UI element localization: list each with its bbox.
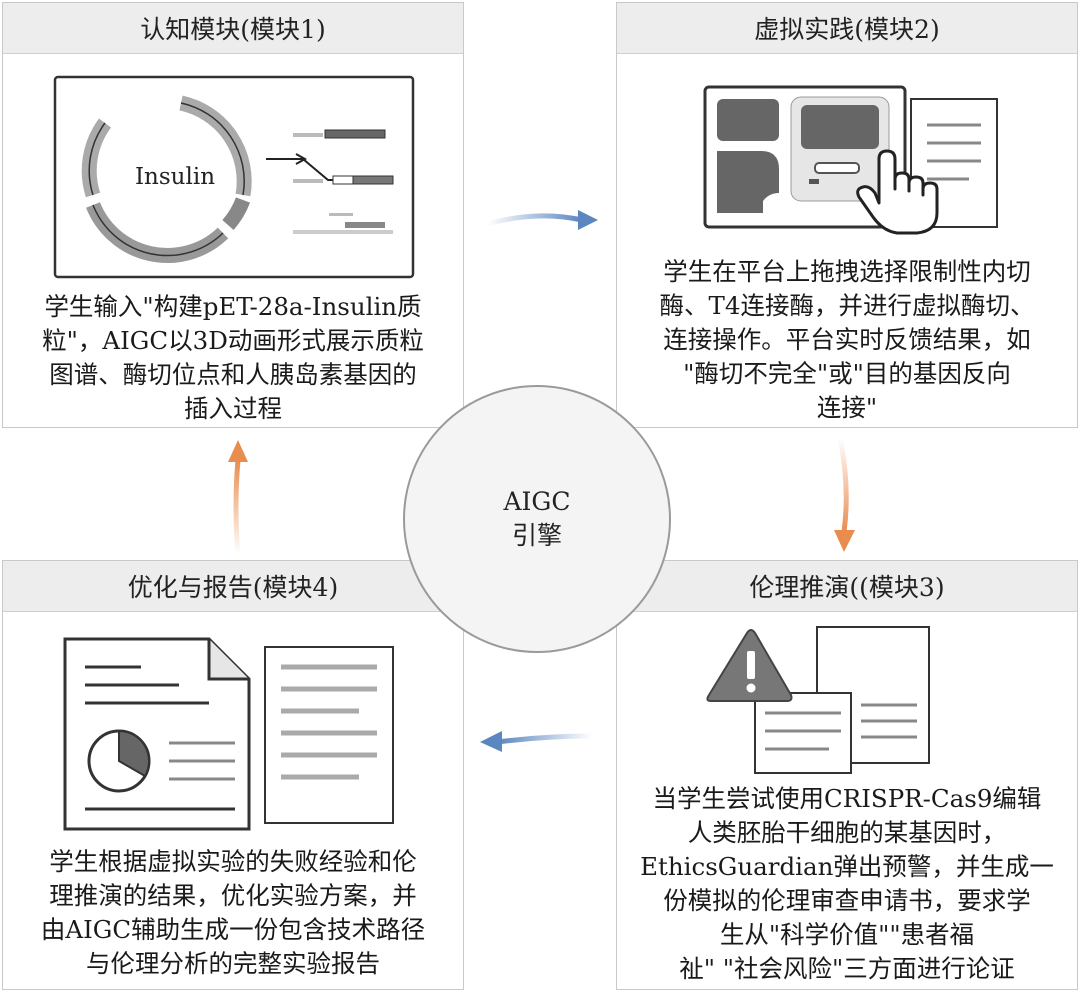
module-2-title: 虚拟实践(模块2)	[617, 3, 1077, 54]
virtual-lab-illustration	[703, 85, 998, 235]
plasmid-label: Insulin	[135, 164, 215, 190]
insertion-arrow	[266, 153, 333, 181]
engine-label-line1: AIGC	[503, 487, 571, 516]
module-1-description: 学生输入"构建pET-28a-Insulin质 粒"，AIGC以3D动画形式展示…	[42, 292, 424, 423]
module-4-panel: 优化与报告(模块4) 学生根据虚拟实验的失败	[2, 560, 464, 990]
module-2-description: 学生在平台上拖拽选择限制性内切 酶、T4连接酶，并进行虚拟酶切、 连接操作。平台…	[659, 257, 1035, 422]
report-illustration	[63, 637, 394, 831]
module-3-panel: 伦理推演((模块3) 当学生尝试使用CRISPR-Cas9编辑 人类胚胎干细胞的…	[616, 560, 1078, 990]
aigc-engine-circle: AIGC 引擎	[403, 385, 671, 653]
arrow-module4-to-module1	[228, 440, 248, 555]
pie-chart-icon	[87, 729, 151, 793]
module-1-panel: 认知模块(模块1) Insulin	[2, 2, 464, 428]
module-3-description: 当学生尝试使用CRISPR-Cas9编辑 人类胚胎干细胞的某基因时， Ethic…	[640, 784, 1054, 983]
ethics-illustration	[706, 626, 930, 774]
plasmid-illustration: Insulin	[53, 75, 415, 279]
module-4-title: 优化与报告(模块4)	[3, 561, 463, 612]
module-1-title: 认知模块(模块1)	[3, 3, 463, 54]
hand-pointer-icon	[856, 149, 939, 235]
module-2-panel: 虚拟实践(模块2) 学生在平台上拖拽选择限制性内切 酶、T4连接酶，并进行虚拟酶…	[616, 2, 1078, 428]
module-3-title: 伦理推演((模块3)	[617, 561, 1077, 612]
arrow-module2-to-module3	[834, 437, 855, 552]
module-4-description: 学生根据虚拟实验的失败经验和伦 理推演的结果，优化实验方案，并 由AIGC辅助生…	[40, 847, 426, 978]
arrow-module1-to-module2	[487, 210, 598, 230]
warning-icon	[706, 629, 793, 702]
gene-bars	[293, 129, 394, 234]
arrow-module3-to-module4	[480, 731, 593, 752]
engine-label-line2: 引擎	[511, 521, 562, 550]
